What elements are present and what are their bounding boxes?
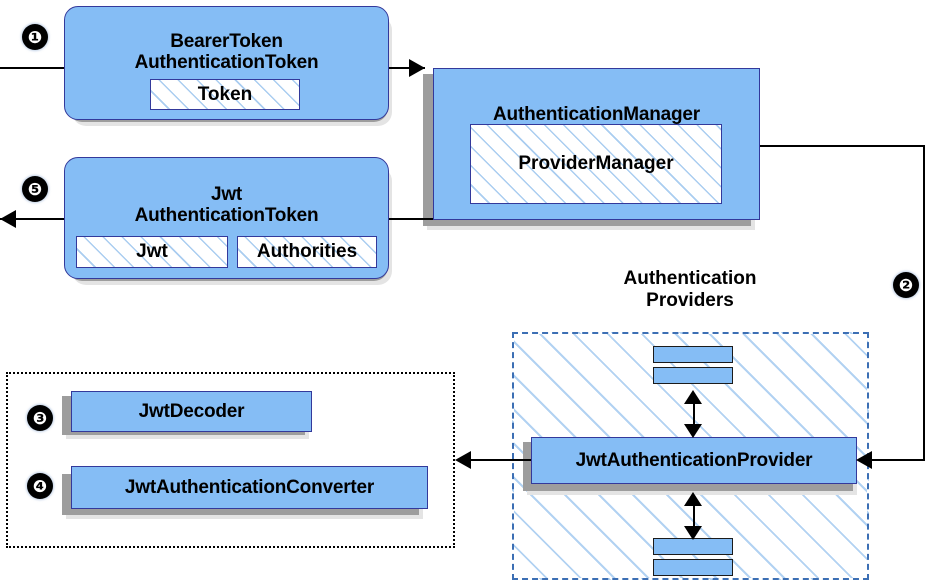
auth-manager-inner-provider-manager[interactable]: ProviderManager [470,124,722,204]
jwt-token-inner-authorities[interactable]: Authorities [237,236,377,268]
manager-to-provider-vertical-line [923,145,925,460]
manager-to-provider-top-line [758,145,925,147]
provider-link-line-top [693,396,695,426]
provider-entry-arrowhead [856,451,872,469]
provider-link-line-bottom [693,498,695,528]
jwt-support-components-group [6,372,455,548]
bearer-to-manager-arrowhead [409,59,425,77]
authentication-providers-caption: Authentication Providers [623,268,757,311]
bearer-to-manager-line [389,67,425,69]
outgoing-response-arrowhead [0,210,16,228]
provider-to-support-arrowhead [455,451,471,469]
manager-to-jwt-token-line [389,218,435,220]
marker-4: ❹ [27,473,53,499]
provider-placeholder-bar-top-1 [653,346,733,363]
marker-1: ❶ [22,24,48,50]
provider-link-arrow-up-top [684,390,702,404]
provider-link-arrow-down-top [684,424,702,438]
provider-to-support-line [463,459,531,461]
auth-manager-title: AuthenticationManager [493,104,700,126]
provider-link-arrow-down-bottom [684,526,702,540]
node-jwt-authentication-provider[interactable]: JwtAuthenticationProvider [531,437,857,484]
node-jwt-decoder[interactable]: JwtDecoder [71,391,312,432]
node-jwt-authentication-converter[interactable]: JwtAuthenticationConverter [71,466,428,509]
bearer-token-title: BearerToken AuthenticationToken [134,30,319,73]
incoming-request-line [0,67,66,69]
bearer-token-inner-token[interactable]: Token [150,79,300,110]
provider-placeholder-bar-bottom-2 [653,559,733,576]
jwt-converter-title: JwtAuthenticationConverter [124,476,375,498]
jwt-provider-title: JwtAuthenticationProvider [575,449,813,471]
jwt-token-inner-jwt[interactable]: Jwt [76,236,228,268]
marker-2: ❷ [893,272,919,298]
provider-entry-line [870,459,925,461]
marker-3: ❸ [27,405,53,431]
provider-placeholder-bar-top-2 [653,367,733,384]
outgoing-response-line [0,218,66,220]
provider-link-arrow-up-bottom [684,492,702,506]
marker-5: ❺ [22,176,48,202]
jwt-token-title: Jwt AuthenticationToken [134,183,319,226]
jwt-decoder-title: JwtDecoder [138,400,245,422]
provider-placeholder-bar-bottom-1 [653,538,733,555]
